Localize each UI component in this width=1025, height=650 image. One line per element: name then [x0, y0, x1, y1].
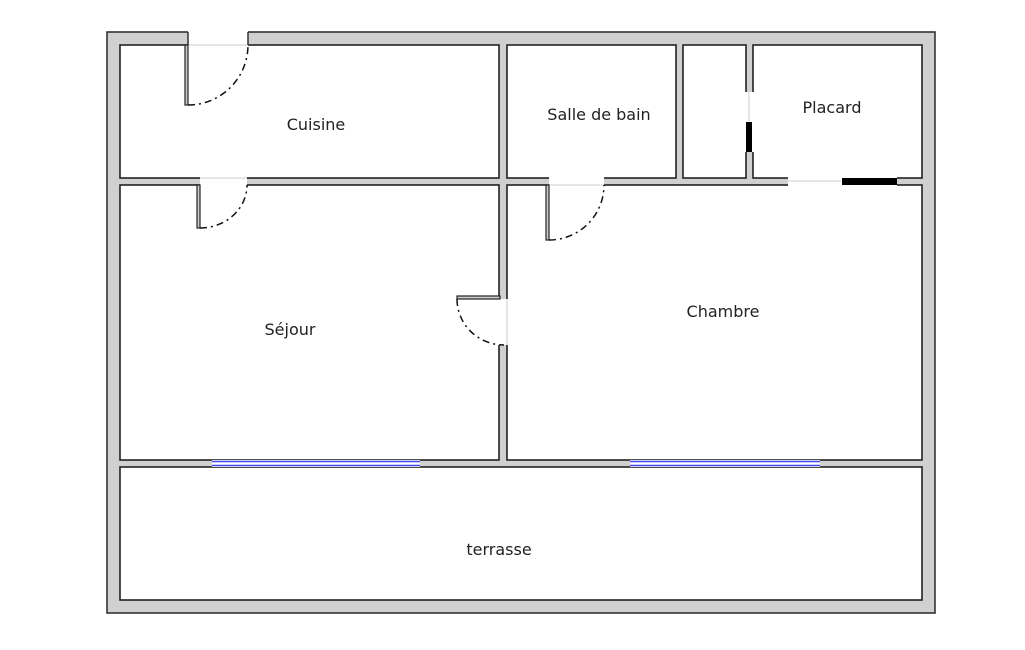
room-cuisine	[119, 44, 500, 179]
entry-door	[184, 31, 249, 106]
room-chambre	[506, 184, 923, 461]
door-salle-de-bain	[545, 177, 605, 241]
room-closet-small	[682, 44, 747, 179]
door-sejour-chambre	[456, 295, 508, 346]
label-sejour: Séjour	[265, 320, 316, 339]
label-terrasse: terrasse	[466, 540, 531, 559]
label-salle-de-bain: Salle de bain	[547, 105, 650, 124]
door-cuisine-sejour	[196, 177, 248, 229]
room-placard	[752, 44, 923, 179]
window-sejour	[212, 460, 420, 467]
label-placard: Placard	[803, 98, 862, 117]
placard-sliding-door-vertical	[745, 92, 754, 152]
label-chambre: Chambre	[687, 302, 760, 321]
room-sejour	[119, 184, 500, 461]
placard-sliding-door-horizontal	[788, 177, 897, 186]
window-chambre	[630, 460, 820, 467]
room-salle-de-bain	[506, 44, 677, 179]
label-cuisine: Cuisine	[287, 115, 346, 134]
room-terrasse	[119, 466, 923, 601]
